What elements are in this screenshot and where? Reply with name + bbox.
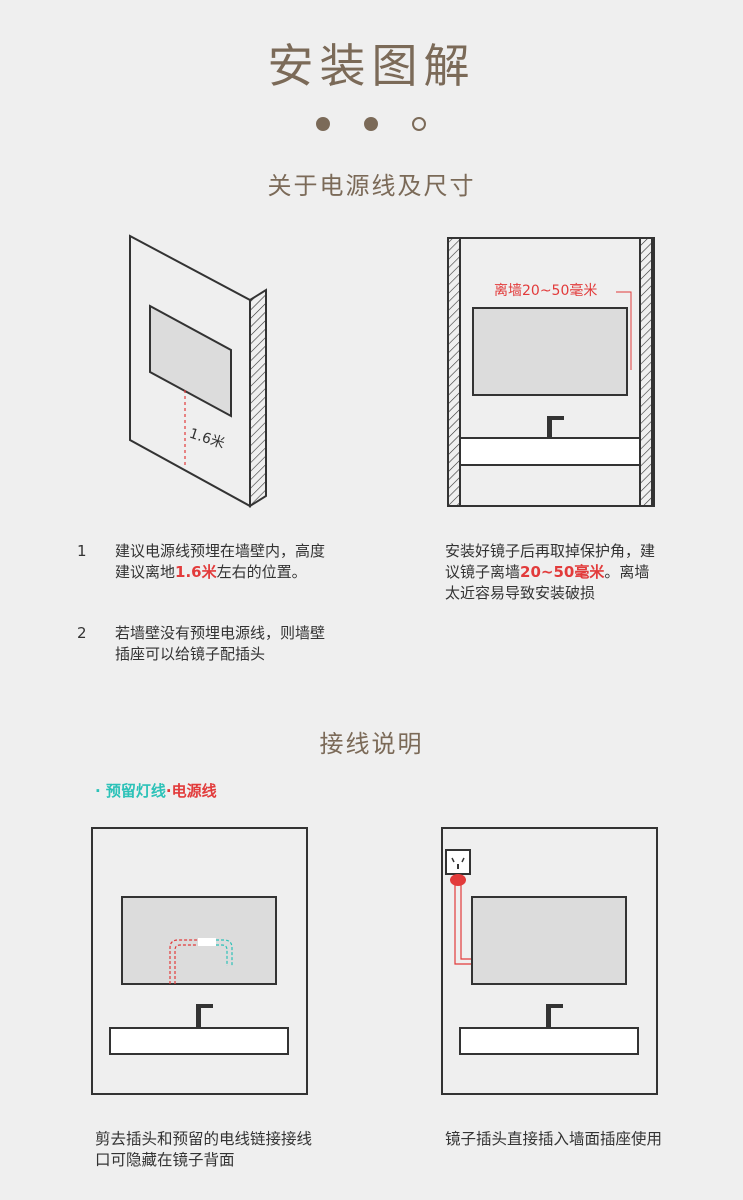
- note-2-text: 若墙壁没有预埋电源线，则墙壁插座可以给镜子配插头: [115, 624, 326, 663]
- socket-slot-bottom: [457, 864, 459, 869]
- mirror-shape: [471, 896, 627, 985]
- wall-edge: [249, 288, 267, 508]
- section-title-power-size: 关于电源线及尺寸: [267, 172, 476, 200]
- carousel-dot-1: [316, 117, 330, 131]
- socket-slot-left: [451, 857, 455, 863]
- sink-counter: [459, 437, 641, 466]
- light-wire-dashed: [216, 939, 233, 966]
- mirror-front-diagram: [447, 237, 655, 507]
- caption-left: 剪去插头和预留的电线链接接线口可隐藏在镜子背面: [95, 1130, 313, 1169]
- faucet-base: [196, 1004, 201, 1028]
- note-1-text: 建议电源线预埋在墙壁内，高度建议离地1.6米左右的位置。: [115, 542, 326, 581]
- left-wall-hatch: [447, 237, 461, 507]
- sink-counter: [459, 1027, 639, 1055]
- power-cord: [454, 884, 472, 965]
- section-title-wiring: 接线说明: [319, 730, 424, 758]
- sink-counter: [109, 1027, 289, 1055]
- faucet-spout: [547, 416, 564, 420]
- faucet-spout: [196, 1004, 213, 1008]
- right-wall-hatch: [639, 237, 653, 507]
- distance-highlight: 20~50毫米: [520, 563, 605, 581]
- legend-light-wire: · 预留灯线: [95, 782, 166, 800]
- wire-legend: · 预留灯线·电源线: [95, 780, 217, 801]
- mirror-shape: [149, 304, 232, 418]
- faucet-spout: [546, 1004, 563, 1008]
- legend-power-wire: ·电源线: [165, 782, 217, 800]
- distance-indicator-line: [616, 291, 632, 370]
- note-right-text: 安装好镜子后再取掉保护角，建议镜子离墙20~50毫米。离墙太近容易导致安装破损: [445, 542, 656, 602]
- distance-label: 离墙20~50毫米: [494, 283, 598, 299]
- page-title: 安装图解: [267, 39, 476, 93]
- socket-slot-right: [461, 857, 465, 863]
- caption-right: 镜子插头直接插入墙面插座使用: [445, 1130, 663, 1148]
- faucet-base: [546, 1004, 551, 1028]
- light-wire-dashed-2: [216, 944, 228, 966]
- power-wire-dashed: [169, 939, 200, 984]
- junction-box: [198, 938, 216, 946]
- socket-plug-diagram: [441, 827, 658, 1095]
- faucet-base: [547, 416, 552, 438]
- carousel-dot-2: [364, 117, 378, 131]
- wall-perspective-diagram: [129, 234, 267, 508]
- wiring-hidden-diagram: [91, 827, 308, 1095]
- wall-socket: [445, 849, 471, 875]
- mirror-shape: [472, 307, 628, 396]
- plug: [450, 874, 466, 886]
- carousel-dot-3: [412, 117, 426, 131]
- power-wire-dashed-2: [174, 944, 200, 984]
- note-number-2: 2: [77, 624, 87, 642]
- note-number-1: 1: [77, 542, 87, 560]
- power-cord-2: [460, 884, 472, 960]
- height-highlight: 1.6米: [175, 563, 217, 581]
